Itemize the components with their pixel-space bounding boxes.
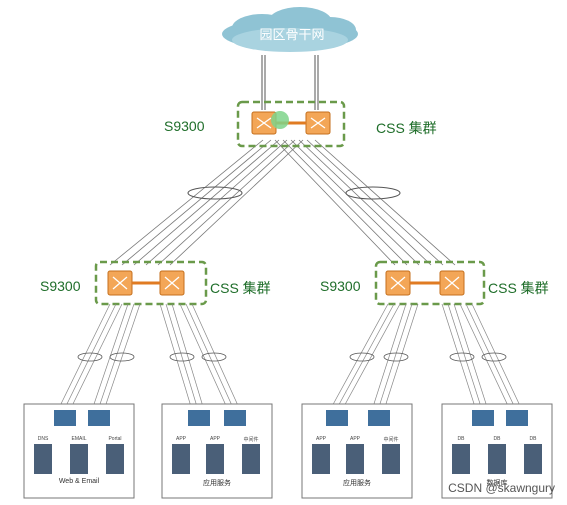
server-group-label: Web & Email	[58, 478, 100, 485]
aggregation-cluster-box-left	[94, 260, 208, 306]
aggregation-switch-right-a	[385, 270, 411, 296]
server-label: DNS	[37, 436, 49, 442]
server-label: APP	[209, 436, 220, 442]
aggregation-switch-right-b	[439, 270, 465, 296]
aggregation-left-model-label: S9300	[40, 278, 81, 294]
core-switch-left	[251, 111, 277, 135]
aggregation-right-model-label: S9300	[320, 278, 361, 294]
core-switch-right	[305, 111, 331, 135]
server-group-label: 数据库	[486, 480, 508, 487]
servers	[34, 444, 542, 474]
core-cluster-label: CSS 集群	[376, 120, 437, 136]
access-uplinks	[57, 303, 523, 411]
core-cluster-box	[236, 100, 346, 148]
aggregation-switch-left-b	[159, 270, 185, 296]
server-label: 中间件	[383, 437, 399, 443]
aggregation-cluster-box-right	[374, 260, 486, 306]
core-model-label: S9300	[164, 118, 205, 134]
server-label: 中间件	[243, 437, 259, 443]
backbone-label: 园区骨干网	[259, 27, 325, 42]
access-switches	[54, 410, 528, 426]
server-label: DB	[529, 436, 537, 442]
aggregation-left-cluster-label: CSS 集群	[210, 280, 271, 296]
watermark: CSDN @skawngury	[448, 481, 555, 495]
server-label: APP	[315, 436, 326, 442]
cursor-highlight	[271, 111, 289, 129]
server-label: APP	[349, 436, 360, 442]
server-label: DB	[493, 436, 501, 442]
server-group-label: 应用服务	[203, 480, 231, 487]
aggregation-right-cluster-label: CSS 集群	[488, 280, 549, 296]
server-group-label: 应用服务	[343, 480, 371, 487]
core-downlinks-left	[109, 139, 304, 266]
server-label: APP	[175, 436, 186, 442]
server-label: DB	[457, 436, 465, 442]
server-label: EMAIL	[71, 436, 87, 442]
aggregation-switch-left-a	[107, 270, 133, 296]
access-bundle-rings	[77, 352, 507, 362]
server-label: Portal	[108, 436, 122, 442]
link-bundle-ring-right	[345, 186, 401, 200]
backbone-cloud	[222, 7, 358, 52]
core-downlinks-right	[274, 139, 456, 266]
link-bundle-ring-left	[187, 186, 243, 200]
